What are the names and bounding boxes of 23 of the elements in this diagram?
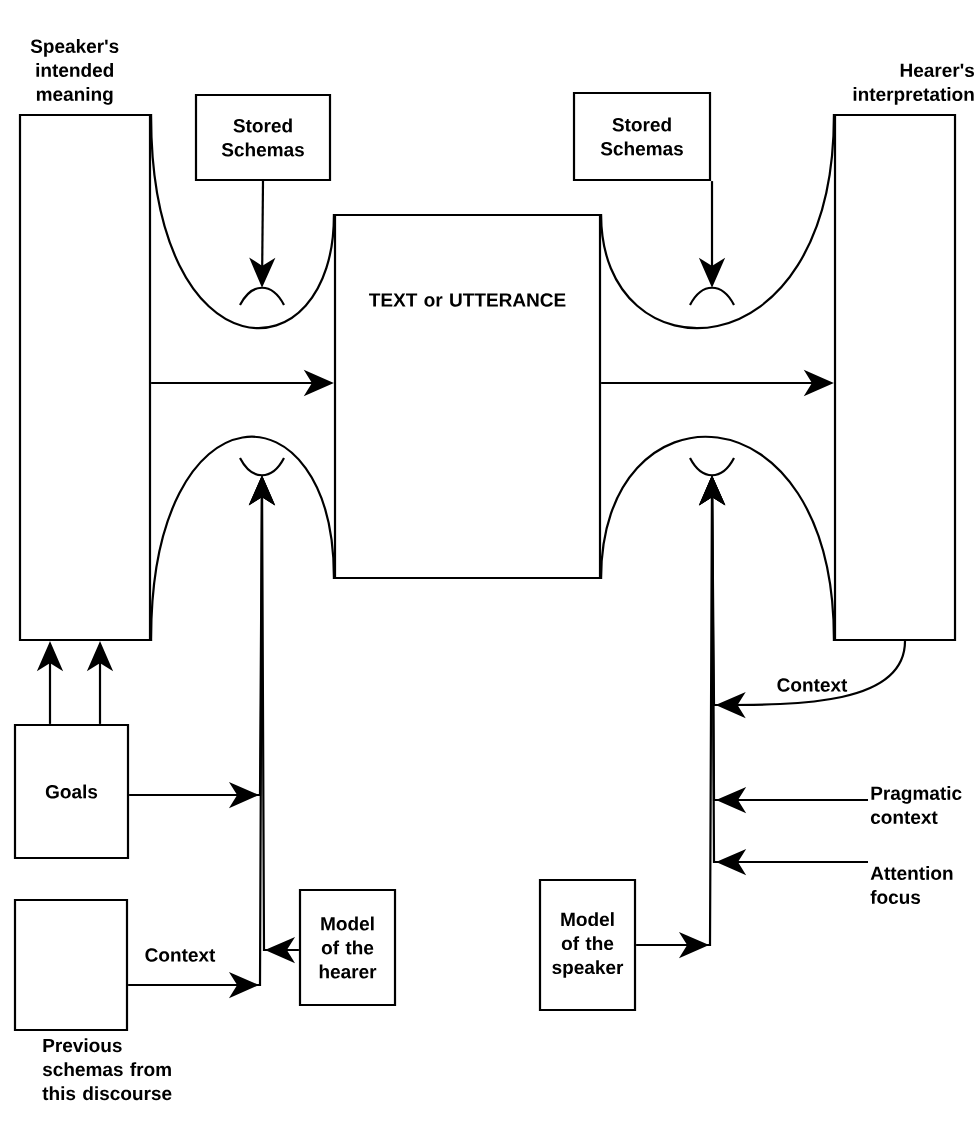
- scroll-curve: [600, 436, 835, 642]
- meaning-box: Speaker's intended meaning: [18, 39, 152, 642]
- context-label: Pragmatic context: [870, 786, 962, 824]
- hook-arc: [239, 457, 285, 477]
- goals-box: Goals: [13, 723, 130, 860]
- hook-arc: [689, 457, 735, 477]
- hook-arc: [689, 286, 735, 306]
- node-label: Previous schemas from this discourse: [42, 1038, 172, 1101]
- schema-box: Stored Schemas: [194, 93, 332, 182]
- model-box: Model of the speaker: [538, 878, 637, 1012]
- text-box: TEXT or UTTERANCE: [333, 213, 602, 580]
- scroll-curve: [150, 436, 335, 642]
- context-label: Attention focus: [870, 866, 953, 904]
- model-box: Model of the hearer: [298, 888, 397, 1007]
- edge-label: Context: [142, 946, 218, 964]
- interpretation-box: Hearer's interpretation: [833, 63, 974, 642]
- scroll-curve: [150, 113, 335, 329]
- hook-arc: [239, 286, 285, 306]
- node-label: Hearer's interpretation: [853, 63, 975, 105]
- node-label: Speaker's intended meaning: [30, 39, 119, 105]
- edge-label: Context: [774, 676, 850, 694]
- scroll-curve: [600, 113, 835, 329]
- schema-box: Stored Schemas: [572, 91, 712, 182]
